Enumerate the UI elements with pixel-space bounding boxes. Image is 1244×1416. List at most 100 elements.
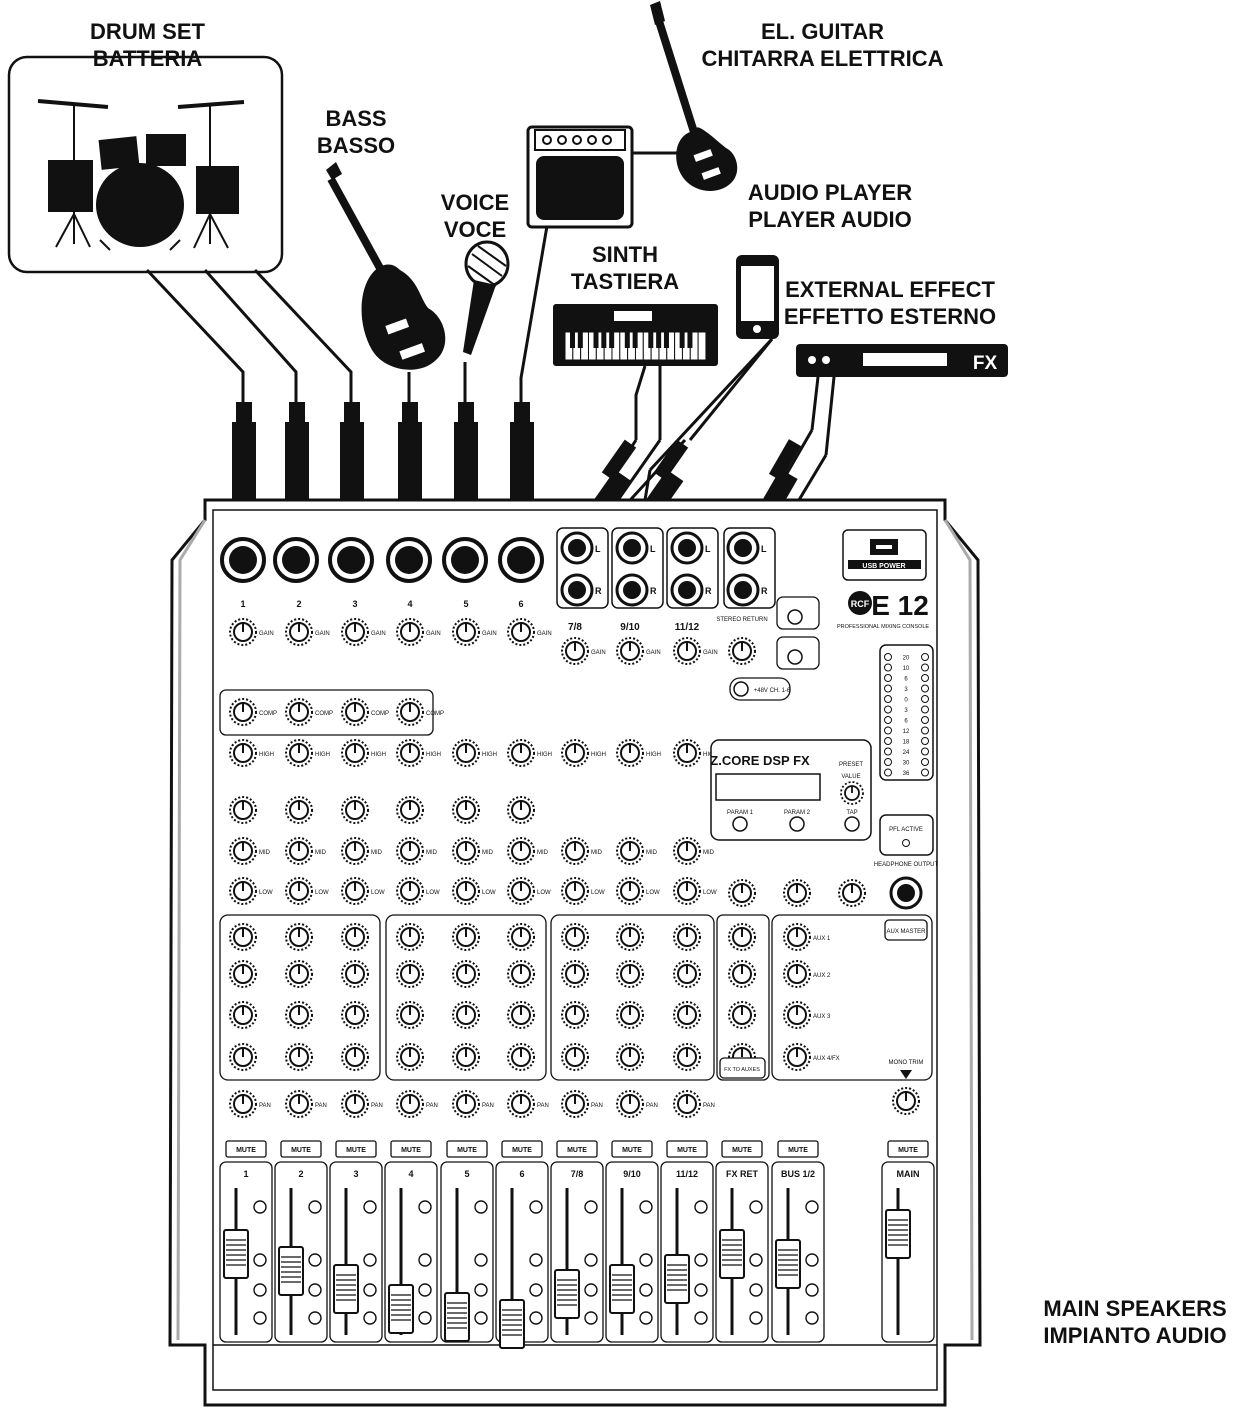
knob-label: GAIN [537, 631, 552, 637]
knob [397, 961, 423, 987]
dsp-tap-label: TAP [846, 810, 857, 816]
meter-led [885, 685, 892, 692]
bass-line1: BASS [296, 105, 416, 132]
knob [397, 797, 423, 823]
black-key [609, 332, 614, 348]
strip-button [640, 1284, 652, 1296]
strip-button [364, 1284, 376, 1296]
knob [453, 1091, 479, 1117]
knob [617, 878, 643, 904]
strip-button [419, 1201, 431, 1213]
strip-button [585, 1254, 597, 1266]
bass-label: BASS BASSO [296, 105, 416, 159]
strip-label: 3 [353, 1169, 358, 1179]
knob [617, 1091, 643, 1117]
knob [508, 924, 534, 950]
meter-label: 36 [903, 771, 910, 777]
strip-button [475, 1312, 487, 1324]
fader-cap [500, 1300, 524, 1348]
knob-label: GAIN [591, 650, 606, 656]
knob [617, 1002, 643, 1028]
fx-to-auxes-label: FX TO AUXES [724, 1067, 760, 1073]
knob [508, 797, 534, 823]
voice-line2: VOCE [415, 216, 535, 243]
drum-set-icon [9, 57, 282, 272]
drum-set-line1: DRUM SET [60, 18, 235, 45]
knob [729, 961, 755, 987]
meter-led [885, 769, 892, 776]
meter-label: 30 [903, 761, 910, 767]
meter-led [885, 675, 892, 682]
knob [397, 740, 423, 766]
knob [674, 638, 700, 664]
drum-set-line2: BATTERIA [60, 45, 235, 72]
strip-button [309, 1312, 321, 1324]
knob-label: PAN [482, 1103, 494, 1109]
jack-right-letter: R [595, 586, 602, 596]
strip-button [309, 1284, 321, 1296]
dsp-param1-label: PARAM 1 [727, 810, 754, 816]
channel-number: 1 [240, 599, 245, 609]
console-subtitle: PROFESSIONAL MIXING CONSOLE [837, 624, 929, 630]
knob [617, 638, 643, 664]
black-key [601, 332, 606, 348]
knob [453, 619, 479, 645]
fader-cap [445, 1293, 469, 1341]
knob-label: PAN [646, 1103, 658, 1109]
knob [508, 878, 534, 904]
audio-player-line2: PLAYER AUDIO [730, 206, 930, 233]
knob-label: COMP [426, 711, 444, 717]
guitar-label: EL. GUITAR CHITARRA ELETTRICA [690, 18, 955, 72]
knob [508, 619, 534, 645]
knob [562, 924, 588, 950]
mute-label: MUTE [677, 1147, 697, 1154]
knob [893, 1088, 919, 1114]
knob [397, 1044, 423, 1070]
knob [617, 740, 643, 766]
voice-line1: VOICE [415, 189, 535, 216]
audio-player-line1: AUDIO PLAYER [730, 179, 930, 206]
knob [729, 638, 755, 664]
audio-player-label: AUDIO PLAYER PLAYER AUDIO [730, 179, 930, 233]
knob-label: PAN [703, 1103, 715, 1109]
main-speakers-line2: IMPIANTO AUDIO [1030, 1322, 1240, 1349]
knob [286, 1002, 312, 1028]
strip-button [750, 1312, 762, 1324]
meter-label: 18 [903, 740, 910, 746]
knob-label: AUX 3 [813, 1014, 831, 1020]
strip-label: 5 [464, 1169, 469, 1179]
stereo-channel-number: 9/10 [620, 622, 640, 633]
meter-led [922, 738, 929, 745]
mute-label: MUTE [236, 1147, 256, 1154]
jack-right-letter: R [650, 586, 657, 596]
knob [508, 961, 534, 987]
strip-button [806, 1284, 818, 1296]
strip-button [806, 1254, 818, 1266]
strip-button [475, 1284, 487, 1296]
strip-button [640, 1254, 652, 1266]
strip-button [530, 1284, 542, 1296]
knob-label: HIGH [426, 752, 441, 758]
knob [397, 1091, 423, 1117]
microphone-icon [463, 242, 508, 355]
meter-led [922, 706, 929, 713]
knob-label: COMP [259, 711, 277, 717]
black-key [656, 332, 661, 348]
knob [453, 878, 479, 904]
meter-label: 24 [903, 750, 910, 756]
strip-label: BUS 1/2 [781, 1169, 815, 1179]
headphone-output-label: HEADPHONE OUTPUT [874, 862, 939, 868]
dsp-param2-label: PARAM 2 [784, 810, 811, 816]
knob [342, 838, 368, 864]
knob [508, 1091, 534, 1117]
external-effect-line1: EXTERNAL EFFECT [780, 276, 1000, 303]
strip-button [530, 1312, 542, 1324]
knob [508, 1002, 534, 1028]
black-key [687, 332, 692, 348]
synth-label: SINTH TASTIERA [555, 241, 695, 295]
knob-label: LOW [646, 890, 660, 896]
knob [286, 961, 312, 987]
jack-right-letter: R [761, 586, 768, 596]
strip-label: MAIN [897, 1169, 920, 1179]
